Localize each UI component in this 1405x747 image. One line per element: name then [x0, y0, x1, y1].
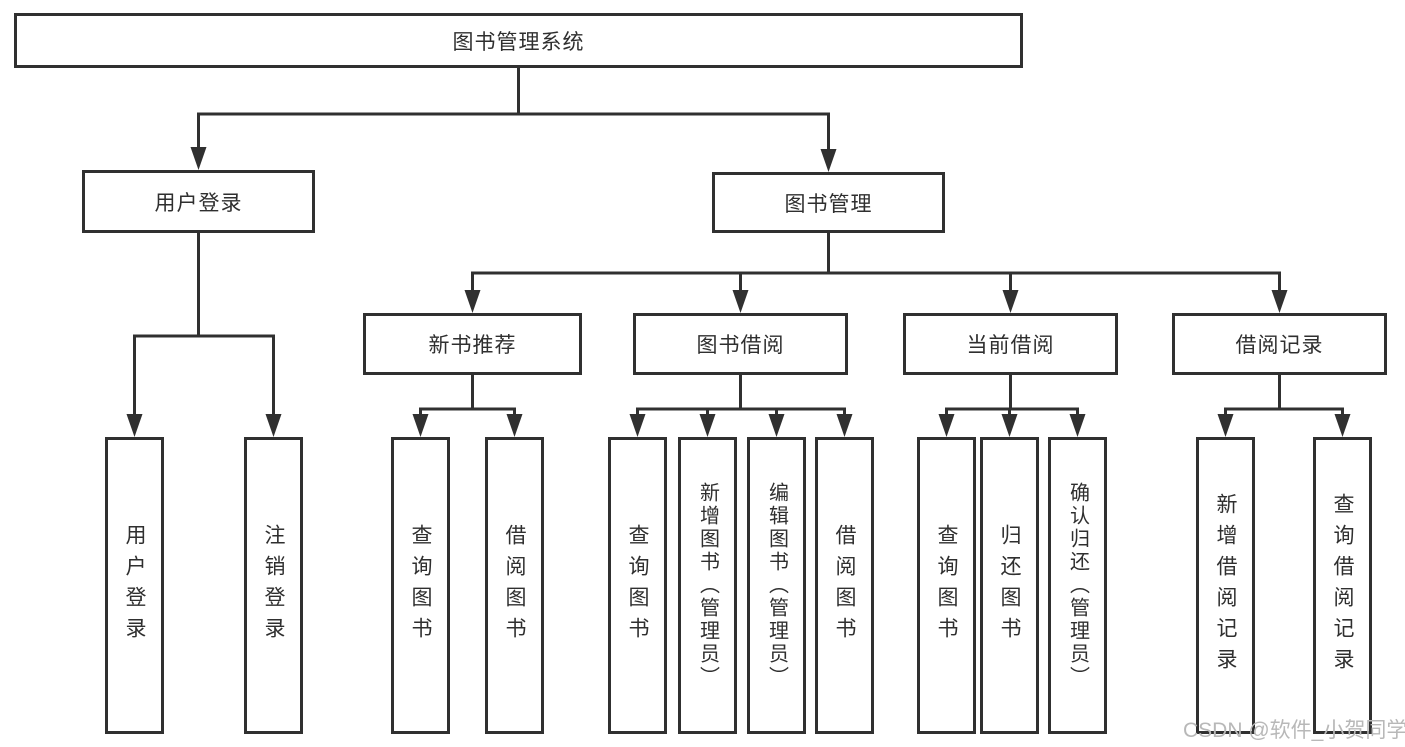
leaf-add-books-admin: 新增图书（管理员） — [678, 437, 737, 734]
arrowheads-user-login-children — [126, 414, 282, 437]
leaf-user-login-label: 用户登录 — [123, 523, 146, 648]
arrowhead — [1002, 290, 1019, 313]
arrowhead — [190, 147, 207, 170]
arrowheads-book-management-children — [464, 290, 1288, 313]
leaf-query-books-borrowing-label: 查询图书 — [626, 523, 649, 648]
arrowhead — [1069, 414, 1086, 437]
leaf-query-books-current: 查询图书 — [917, 437, 976, 734]
arrowheads-root-to-branches — [190, 147, 837, 172]
arrowhead — [732, 290, 749, 313]
arrowhead — [1217, 414, 1234, 437]
node-new-book-recommendation: 新书推荐 — [363, 313, 582, 375]
node-book-management-label: 图书管理 — [784, 192, 873, 216]
node-borrowing-records: 借阅记录 — [1172, 313, 1387, 375]
leaf-query-books-current-label: 查询图书 — [935, 523, 958, 648]
arrowhead — [412, 414, 429, 437]
node-root: 图书管理系统 — [14, 13, 1023, 68]
arrowheads-current-borrowing-children — [938, 414, 1086, 437]
leaf-borrow-books-recommendation-label: 借阅图书 — [503, 523, 526, 648]
leaf-query-books-borrowing: 查询图书 — [608, 437, 667, 734]
leaf-query-books-recommendation: 查询图书 — [391, 437, 450, 734]
connector-book-management-children — [471, 231, 1281, 295]
connector-user-login-children — [133, 231, 275, 421]
connector-new-book-recommendation-children — [419, 373, 516, 421]
arrowhead — [938, 414, 955, 437]
leaf-query-borrow-record: 查询借阅记录 — [1313, 437, 1372, 734]
leaf-user-login: 用户登录 — [105, 437, 164, 734]
node-borrowing-records-label: 借阅记录 — [1235, 334, 1324, 357]
node-current-borrowing: 当前借阅 — [903, 313, 1118, 375]
arrowheads-book-borrowing-children — [629, 414, 853, 437]
node-book-management: 图书管理 — [712, 172, 945, 233]
arrowhead — [836, 414, 853, 437]
leaf-borrow-books-recommendation: 借阅图书 — [485, 437, 544, 734]
connector-book-borrowing-children — [636, 373, 846, 421]
watermark: CSDN @软件_小贺同学 — [1183, 719, 1405, 742]
leaf-borrow-books-borrowing-label: 借阅图书 — [833, 523, 856, 648]
leaf-add-books-admin-label: 新增图书（管理员） — [696, 482, 719, 689]
node-book-borrowing-label: 图书借阅 — [696, 334, 785, 357]
node-user-login: 用户登录 — [82, 170, 315, 233]
arrowhead — [265, 414, 282, 437]
leaf-borrow-books-borrowing: 借阅图书 — [815, 437, 874, 734]
leaf-confirm-return-admin: 确认归还（管理员） — [1048, 437, 1107, 734]
arrowhead — [1271, 290, 1288, 313]
leaf-add-borrow-record-label: 新增借阅记录 — [1214, 492, 1237, 679]
node-book-borrowing: 图书借阅 — [633, 313, 848, 375]
arrowhead — [699, 414, 716, 437]
connector-borrowing-records-children — [1224, 373, 1344, 421]
arrowhead — [820, 149, 837, 172]
arrowhead — [768, 414, 785, 437]
leaf-edit-books-admin-label: 编辑图书（管理员） — [765, 482, 788, 689]
arrowheads-new-book-recommendation-children — [412, 414, 523, 437]
leaf-query-borrow-record-label: 查询借阅记录 — [1331, 492, 1354, 679]
node-root-label: 图书管理系统 — [452, 30, 585, 54]
leaf-query-books-recommendation-label: 查询图书 — [409, 523, 432, 648]
node-user-login-label: 用户登录 — [154, 191, 243, 215]
arrowhead — [1001, 414, 1018, 437]
leaf-return-books-label: 归还图书 — [998, 523, 1021, 648]
arrowhead — [1334, 414, 1351, 437]
leaf-return-books: 归还图书 — [980, 437, 1039, 734]
leaf-edit-books-admin: 编辑图书（管理员） — [747, 437, 806, 734]
connector-root-to-branches — [197, 66, 830, 155]
leaf-logout: 注销登录 — [244, 437, 303, 734]
leaf-logout-label: 注销登录 — [262, 523, 285, 648]
arrowheads-borrowing-records-children — [1217, 414, 1351, 437]
arrowhead — [506, 414, 523, 437]
leaf-add-borrow-record: 新增借阅记录 — [1196, 437, 1255, 734]
node-new-book-recommendation-label: 新书推荐 — [428, 334, 517, 357]
arrowhead — [629, 414, 646, 437]
arrowhead — [464, 290, 481, 313]
arrowhead — [126, 414, 143, 437]
leaf-confirm-return-admin-label: 确认归还（管理员） — [1066, 482, 1089, 689]
connector-current-borrowing-children — [945, 373, 1079, 421]
node-current-borrowing-label: 当前借阅 — [966, 334, 1055, 357]
